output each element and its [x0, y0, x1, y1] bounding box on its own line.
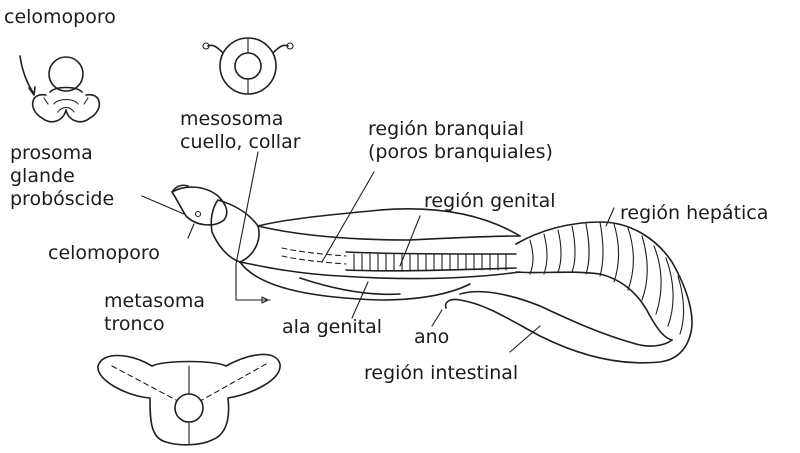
label-metasoma-line1: metasoma	[104, 290, 205, 312]
label-prosoma: prosoma glande probóscide	[10, 142, 114, 212]
label-region-intestinal: región intestinal	[364, 362, 519, 384]
label-metasoma-line2: tronco	[104, 313, 165, 336]
label-mesosoma-line2: cuello, collar	[180, 131, 301, 154]
leader-mesosoma	[235, 151, 271, 301]
label-prosoma-line3: probóscide	[10, 188, 115, 211]
collar-cross-section	[202, 37, 294, 95]
label-ano: ano	[414, 326, 450, 348]
leader-prosoma	[141, 195, 185, 215]
label-region-genital: región genital	[424, 190, 556, 212]
label-ala-genital: ala genital	[282, 316, 383, 338]
label-prosoma-line2: glande	[10, 165, 75, 188]
leader-region-intestinal	[509, 325, 541, 353]
leader-region-hepatica	[605, 207, 615, 227]
label-metasoma: metasoma tronco	[104, 290, 205, 336]
label-mesosoma: mesosoma cuello, collar	[180, 108, 301, 154]
leader-celomoporo-side	[187, 223, 195, 239]
label-celomoporo-top: celomoporo	[4, 6, 116, 28]
leader-ano	[431, 309, 443, 327]
label-region-branquial-line2: (poros branquiales)	[368, 141, 553, 164]
label-region-branquial-line1: región branquial	[368, 118, 524, 140]
leader-ala-genital	[351, 281, 369, 319]
leader-lines	[141, 151, 615, 353]
label-region-branquial: región branquial (poros branquiales)	[368, 118, 553, 164]
label-celomoporo-side: celomoporo	[48, 242, 160, 264]
trunk-cross-section	[97, 353, 281, 446]
label-mesosoma-line1: mesosoma	[180, 108, 284, 130]
leader-region-genital	[399, 215, 421, 267]
label-prosoma-line1: prosoma	[10, 142, 93, 164]
leader-region-branquial	[321, 171, 375, 263]
label-region-hepatica: región hepática	[620, 202, 769, 224]
proboscis-cross-section	[19, 55, 101, 123]
leader-metasoma-arrowhead	[261, 296, 269, 304]
